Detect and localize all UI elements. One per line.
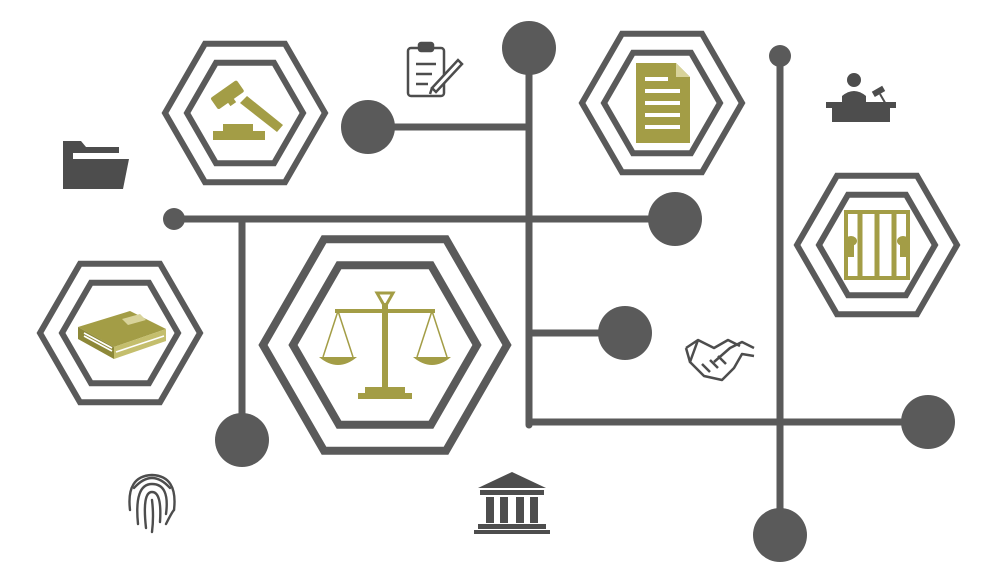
clipboard-icon	[406, 41, 464, 98]
connector-node	[901, 395, 955, 449]
connector-node	[598, 306, 652, 360]
connector-node	[769, 45, 791, 67]
folder-icon	[63, 141, 129, 189]
hexagon-badges	[36, 30, 961, 455]
judge-bench-icon	[826, 73, 896, 122]
law-book-icon	[78, 311, 166, 359]
document-icon	[636, 63, 690, 143]
hexagon-badge-gavel	[161, 40, 329, 186]
hexagon-inner-ring	[58, 279, 182, 387]
hexagon-inner-ring	[600, 49, 724, 157]
connector-node	[753, 508, 807, 562]
connector-nodes	[163, 21, 955, 562]
gavel-icon	[211, 80, 283, 140]
connector-lines	[170, 44, 932, 539]
connector-node	[163, 208, 185, 230]
connector-node	[648, 192, 702, 246]
connector-node	[341, 100, 395, 154]
fingerprint-icon	[128, 473, 176, 534]
scales-of-justice-icon	[319, 291, 451, 399]
connector-node	[502, 21, 556, 75]
handshake-icon	[684, 338, 755, 382]
courthouse-icon	[474, 472, 550, 534]
hexagon-inner-ring	[815, 191, 939, 299]
prisoner-icon	[844, 210, 910, 280]
hexagon-inner-ring	[183, 59, 307, 167]
hexagon-inner-ring	[288, 261, 482, 429]
connector-node	[215, 413, 269, 467]
